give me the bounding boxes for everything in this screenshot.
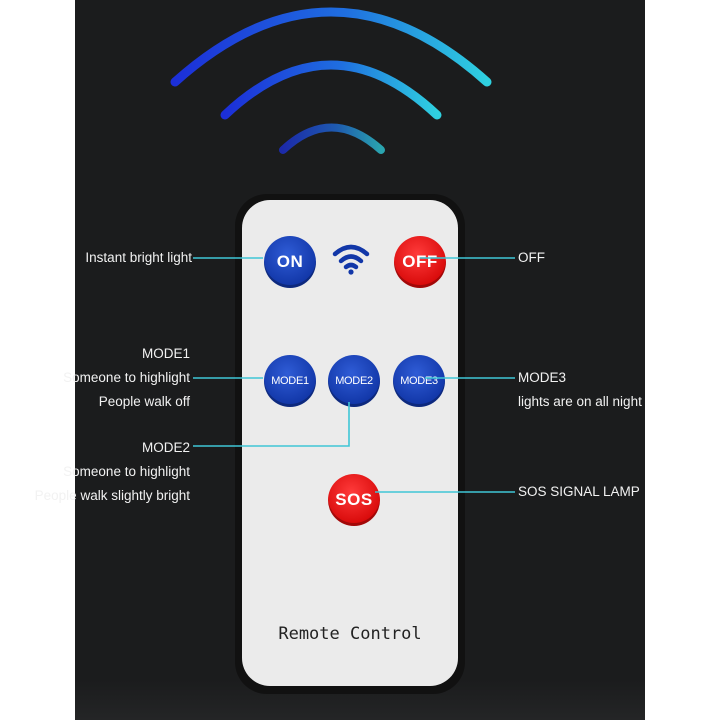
sos-button-label: SOS: [335, 490, 373, 509]
signal-wave-inner: [279, 123, 385, 154]
annotation-mode2: MODE2 Someone to highlight People walk s…: [35, 436, 190, 508]
on-button[interactable]: ON: [264, 236, 316, 288]
signal-wave-outer: [170, 7, 492, 87]
off-button[interactable]: OFF: [394, 236, 446, 288]
signal-wave-middle: [220, 60, 442, 120]
annotation-mode2-line2: People walk slightly bright: [34, 488, 190, 503]
annotation-mode3: MODE3 lights are on all night: [518, 366, 642, 414]
annotation-sos: SOS SIGNAL LAMP: [518, 484, 640, 499]
annotation-mode2-title: MODE2: [141, 440, 190, 455]
mode1-button-label: MODE1: [271, 375, 309, 387]
mode1-button[interactable]: MODE1: [264, 355, 316, 407]
annotation-off: OFF: [518, 250, 545, 265]
signal-waves: [170, 7, 492, 154]
mode3-button-label: MODE3: [400, 375, 438, 387]
wifi-icon: [332, 244, 370, 275]
annotation-mode1-title: MODE1: [141, 346, 190, 361]
annotation-mode1-line2: People walk off: [98, 394, 190, 409]
annotation-on: Instant bright light: [85, 250, 192, 265]
remote-control-label: Remote Control: [278, 624, 422, 644]
sos-button[interactable]: SOS: [328, 474, 380, 526]
product-background: ON OFF MODE1 MODE2 MODE3 SOS: [75, 0, 645, 720]
remote-face: ON OFF MODE1 MODE2 MODE3 SOS: [242, 200, 458, 686]
on-button-label: ON: [276, 252, 304, 271]
annotation-mode3-title: MODE3: [518, 370, 567, 385]
annotation-mode3-line1: lights are on all night: [518, 394, 642, 409]
annotation-mode2-line1: Someone to highlight: [63, 464, 190, 479]
annotation-mode1: MODE1 Someone to highlight People walk o…: [63, 342, 190, 414]
off-button-label: OFF: [402, 252, 438, 271]
annotation-mode1-line1: Someone to highlight: [63, 370, 190, 385]
remote-control-body: ON OFF MODE1 MODE2 MODE3 SOS: [235, 194, 465, 694]
mode2-button-label: MODE2: [335, 375, 373, 387]
mode3-button[interactable]: MODE3: [393, 355, 445, 407]
mode2-button[interactable]: MODE2: [328, 355, 380, 407]
